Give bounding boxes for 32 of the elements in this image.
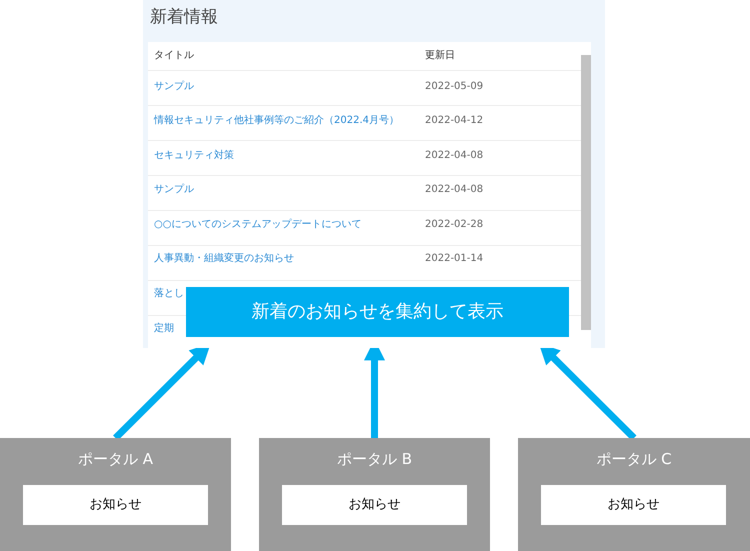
notice-title-link: ○○についてのシステムアップデートについて xyxy=(154,218,362,232)
column-header: 更新日 xyxy=(425,49,455,63)
notice-title-link: 定期 xyxy=(154,322,174,336)
portal-title: ポータル A xyxy=(76,450,154,469)
portal-box xyxy=(518,438,750,551)
notice-title-link: サンプル xyxy=(154,183,194,197)
update-date: 2022-02-28 xyxy=(425,218,484,232)
portal-title: ポータル B xyxy=(336,450,414,469)
notice-box xyxy=(282,485,467,525)
panel-heading: 新着情報 xyxy=(150,6,218,28)
notice-box xyxy=(23,485,208,525)
notice-label: お知らせ xyxy=(88,496,142,514)
update-date: 2022-04-12 xyxy=(425,114,484,128)
column-header: タイトル xyxy=(154,49,194,63)
news-panel xyxy=(143,0,605,348)
notice-title-link: サンプル xyxy=(154,80,194,94)
portal-box xyxy=(259,438,490,551)
portal-box xyxy=(0,438,231,551)
update-date: 2022-04-08 xyxy=(425,149,484,163)
notice-title-link: セキュリティ対策 xyxy=(154,149,234,163)
summary-banner xyxy=(186,287,569,337)
notice-title-link: 情報セキュリティ他社事例等のご紹介（2022.4月号） xyxy=(154,114,399,128)
notice-box xyxy=(541,485,726,525)
notice-label: お知らせ xyxy=(606,496,660,514)
update-date: 2022-01-14 xyxy=(425,252,484,266)
notice-label: お知らせ xyxy=(348,496,402,514)
notice-title-link: 落とし xyxy=(154,287,184,301)
notice-title-link: 人事異動・組織変更のお知らせ xyxy=(154,252,294,266)
banner-text: 新着のお知らせを集約して表示 xyxy=(250,300,504,324)
portal-title: ポータル C xyxy=(595,450,673,469)
update-date: 2022-04-08 xyxy=(425,183,484,197)
update-date: 2022-05-09 xyxy=(425,80,484,94)
